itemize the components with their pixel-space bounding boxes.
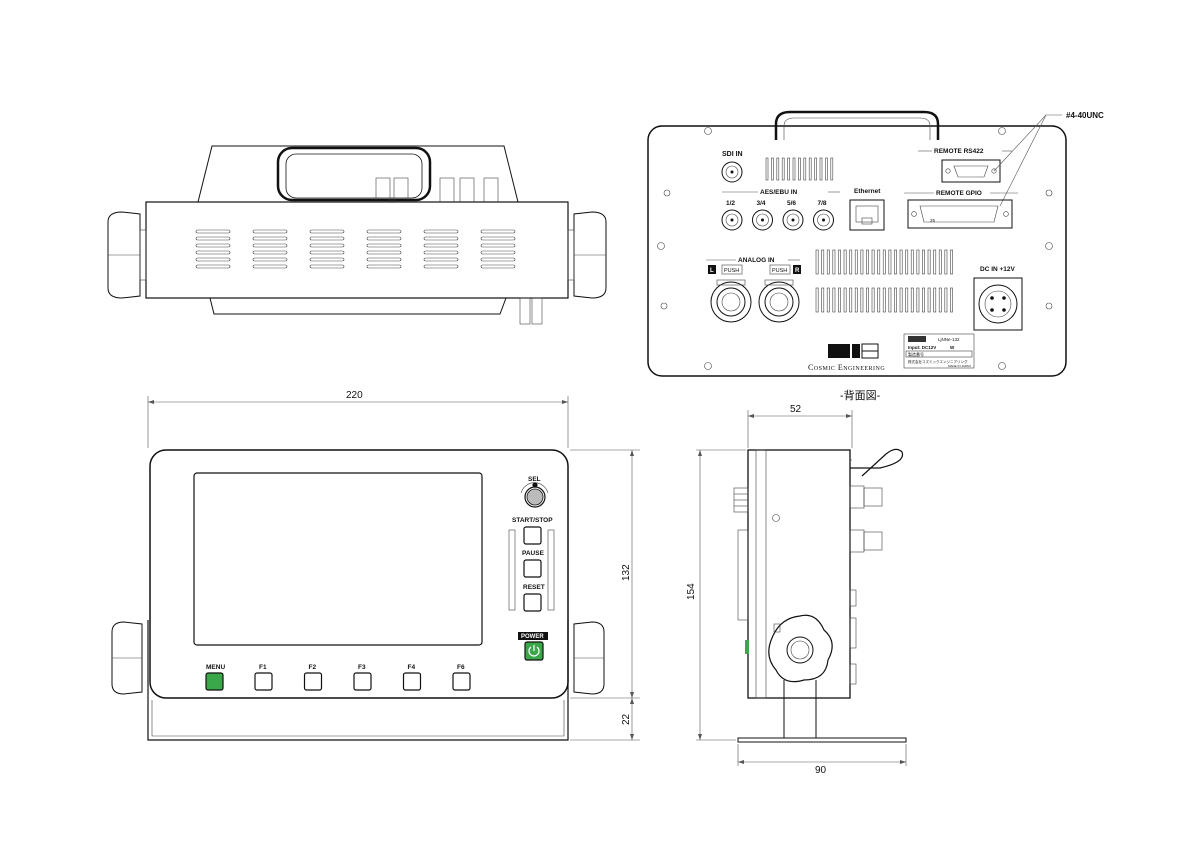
plate-maker: 株式会社コズミックエンジニアリング <box>908 359 968 364</box>
front-right-knob <box>573 621 605 695</box>
screw-spec-label: #4-40UNC <box>1066 111 1104 120</box>
function-key-label: F1 <box>259 664 267 671</box>
analog-right-connector: PUSH R <box>758 264 801 323</box>
plate-country: MADE IN JAPAN <box>948 364 971 368</box>
power-button[interactable] <box>524 641 544 661</box>
depth-dimension: 52 <box>790 404 802 415</box>
function-key-label: F3 <box>358 664 366 671</box>
sdi-in-connector <box>721 161 743 183</box>
analog-right-badge: R <box>795 268 800 274</box>
front-left-knob <box>111 621 143 695</box>
sel-knob[interactable] <box>520 482 549 508</box>
aes-channel-label: 3/4 <box>757 200 766 207</box>
right-knob <box>567 211 607 299</box>
function-key-button[interactable] <box>254 672 273 691</box>
aes-connector <box>752 209 773 231</box>
total-height-dimension: 154 <box>686 583 697 600</box>
analog-left-connector: L PUSH <box>708 264 752 323</box>
rating-plate: LjNNe-132 Input: DC12V W 製造番号 株式会社コズミックエ… <box>903 333 975 369</box>
function-key-button[interactable] <box>353 672 372 691</box>
brand-name: Cosmic Engineering <box>808 363 885 372</box>
gpio-pin-label: 25 <box>930 218 936 223</box>
sdi-in-label: SDI IN <box>722 151 743 158</box>
power-badge <box>518 632 548 640</box>
lcd-screen <box>193 472 483 646</box>
base-dimension: 90 <box>815 765 827 776</box>
aes-connectors: 1/2 3/4 5/6 7/8 <box>721 200 834 231</box>
function-key-label: F4 <box>408 664 416 671</box>
function-key-button[interactable] <box>452 672 471 691</box>
power-icon <box>528 645 540 657</box>
height-dimension: 132 <box>621 564 632 581</box>
dc-in-label: DC IN +12V <box>980 266 1016 273</box>
aes-channel-label: 7/8 <box>818 200 827 207</box>
gpio-connector: 25 <box>907 199 1013 229</box>
power-label: POWER <box>521 634 544 640</box>
aes-connector <box>721 209 743 231</box>
front-view: 220 SEL START/STOP PAUSE <box>111 390 640 741</box>
pause-label: PAUSE <box>522 550 545 557</box>
plate-serial: 製造番号 <box>908 351 924 357</box>
corner-screws <box>657 127 1053 370</box>
analog-in-label: ANALOG IN <box>738 257 775 264</box>
function-key-label: F6 <box>457 664 465 671</box>
stand-dimension: 22 <box>621 713 632 725</box>
ethernet-port <box>849 199 885 231</box>
bnc-connector-group <box>375 177 499 203</box>
remote-gpio-label: REMOTE GPIO <box>936 190 982 197</box>
start-stop-button[interactable] <box>523 526 542 545</box>
top-view <box>107 145 607 325</box>
start-stop-label: START/STOP <box>512 517 553 524</box>
analog-left-badge: L <box>710 268 714 274</box>
push-label-left: PUSH <box>724 268 739 274</box>
rear-view-caption: -背面図- <box>840 388 881 402</box>
rear-lower-vents <box>815 249 953 313</box>
remote-rs422-label: REMOTE RS422 <box>934 148 984 155</box>
reset-label: RESET <box>523 584 545 591</box>
sel-label: SEL <box>528 476 541 483</box>
brand-logo: Cosmic Engineering <box>808 343 885 372</box>
width-dimension: 220 <box>346 390 363 401</box>
side-view: 52 <box>686 404 907 776</box>
aes-connector <box>782 209 804 231</box>
top-view-vents <box>195 229 516 269</box>
aes-channel-label: 5/6 <box>787 200 796 207</box>
side-knob <box>768 614 833 683</box>
plate-model: LjNNe-132 <box>938 337 960 342</box>
rear-upper-vents <box>765 157 834 181</box>
aes-channel-label: 1/2 <box>726 200 735 207</box>
function-key-button[interactable] <box>303 672 323 691</box>
menu-button[interactable] <box>205 672 224 691</box>
aes-connector <box>813 209 834 231</box>
push-label-right: PUSH <box>772 268 787 274</box>
ethernet-label: Ethernet <box>854 188 881 195</box>
rs422-connector <box>941 159 1001 183</box>
menu-label: MENU <box>206 664 225 671</box>
function-key-button[interactable] <box>402 672 422 691</box>
reset-button[interactable] <box>523 593 542 612</box>
left-knob <box>107 211 147 299</box>
dc-in-connector <box>973 277 1023 331</box>
pause-button[interactable] <box>523 559 542 578</box>
aes-ebu-label: AES/EBU IN <box>760 189 798 196</box>
function-key-label: F2 <box>309 664 317 671</box>
plate-power: W <box>950 345 955 350</box>
function-keys: F1 F2 F3 F4 F6 <box>254 664 471 691</box>
plate-input: Input: DC12V <box>908 345 936 350</box>
